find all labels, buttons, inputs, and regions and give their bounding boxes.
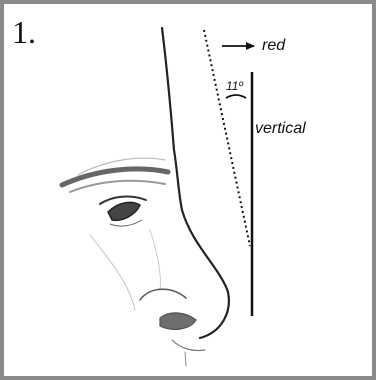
red-label: red xyxy=(262,37,286,54)
angle-label: 11º xyxy=(226,79,243,93)
eye xyxy=(108,202,140,220)
nose-reference-dotted-line xyxy=(204,30,250,246)
face-sketch xyxy=(62,28,229,366)
forehead-line xyxy=(162,28,229,338)
vertical-label: vertical xyxy=(255,120,306,137)
nostril xyxy=(160,313,196,329)
angle-arc xyxy=(226,95,246,98)
